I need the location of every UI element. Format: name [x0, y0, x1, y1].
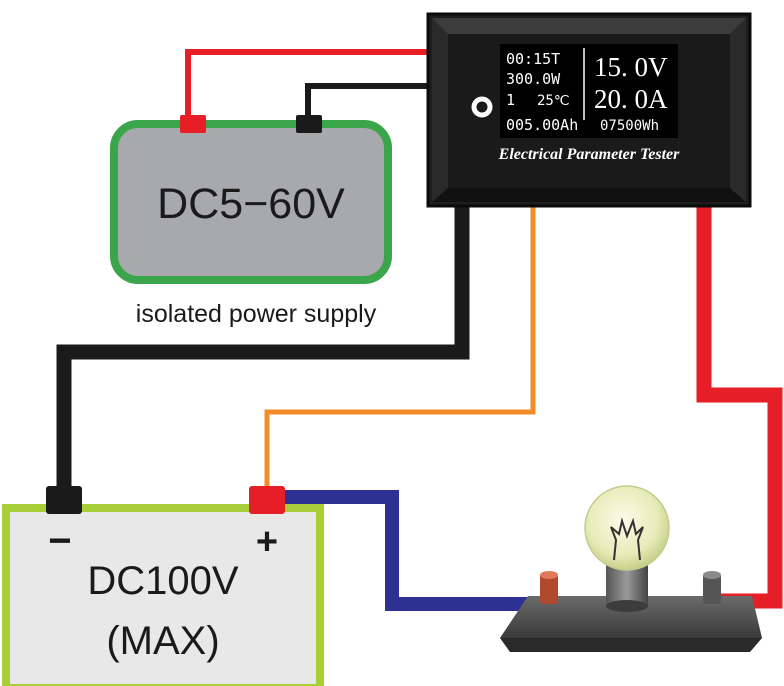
electrical-parameter-tester: 00:15T 300.0W 1 25℃ 005.00Ah 15. 0V 20. …	[426, 12, 752, 208]
wire-red-load	[696, 202, 783, 609]
wire-blue-load	[283, 490, 535, 611]
battery-positive-sign: +	[256, 521, 278, 563]
display-channel: 1	[506, 91, 515, 109]
battery: − + DC100V (MAX)	[2, 486, 324, 686]
tester-screen	[500, 44, 678, 138]
psu-positive-terminal	[180, 115, 206, 133]
battery-negative-terminal	[46, 486, 82, 514]
lamp-load	[500, 485, 762, 652]
ring-button-icon[interactable]	[471, 96, 493, 118]
light-bulb-icon	[584, 485, 670, 612]
display-energy: 07500Wh	[600, 118, 659, 134]
psu-voltage-label: DC5−60V	[157, 180, 345, 228]
wire-black-battery	[56, 202, 470, 492]
display-power: 300.0W	[506, 70, 561, 88]
wire-black-psu	[305, 83, 432, 118]
battery-max: (MAX)	[106, 619, 219, 663]
display-current: 20. 0A	[594, 84, 668, 114]
display-time: 00:15T	[506, 50, 560, 68]
battery-rating: DC100V	[87, 559, 239, 603]
psu-negative-terminal	[296, 115, 322, 133]
display-capacity: 005.00Ah	[506, 116, 578, 134]
battery-negative-sign: −	[48, 519, 71, 563]
psu-caption: isolated power supply	[136, 300, 377, 328]
display-voltage: 15. 0V	[594, 52, 668, 82]
display-temperature: 25℃	[537, 93, 570, 109]
lamp-terminal-right	[703, 574, 721, 604]
tester-name: Electrical Parameter Tester	[498, 146, 680, 163]
wire-orange-sense	[264, 202, 536, 492]
wire-red-psu	[185, 49, 432, 118]
battery-positive-terminal	[249, 486, 285, 514]
power-supply: DC5−60V	[110, 115, 392, 284]
lamp-terminal-left	[540, 574, 558, 604]
